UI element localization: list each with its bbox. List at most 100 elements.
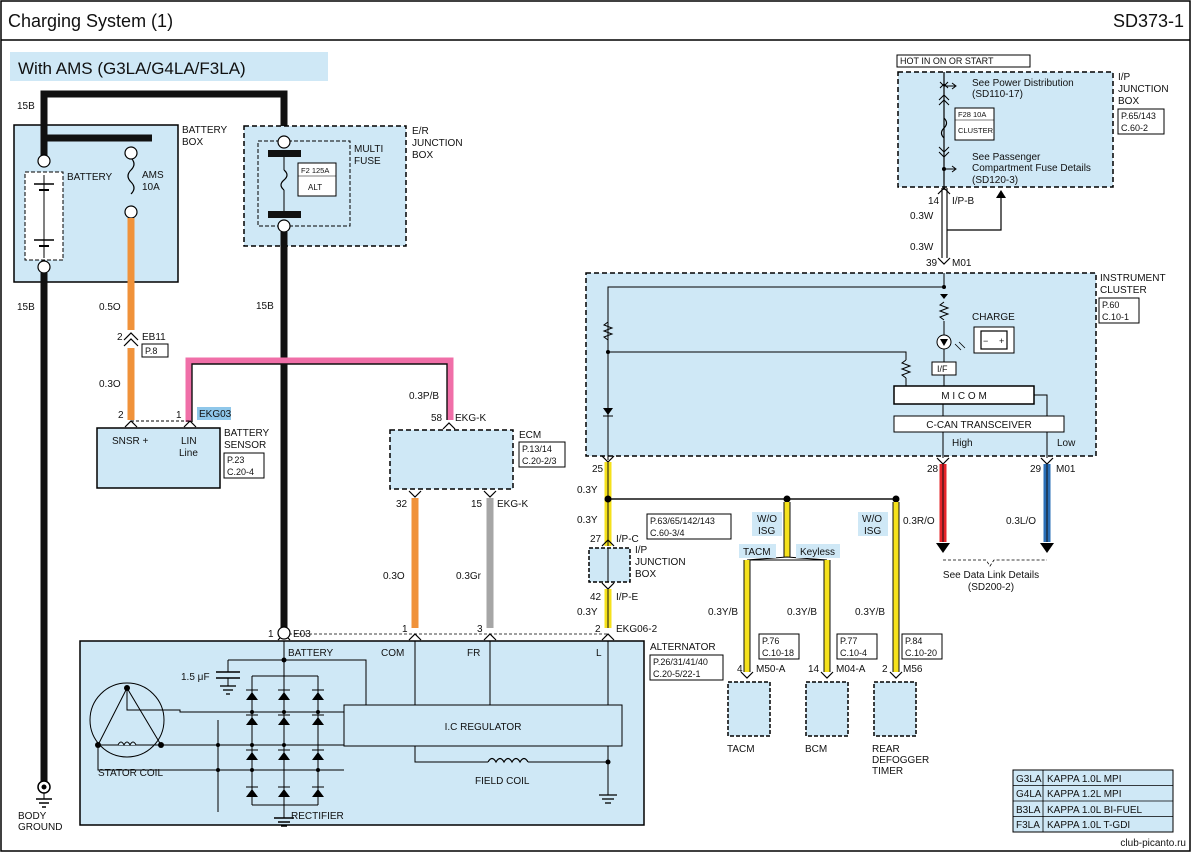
rectifier-label: RECTIFIER bbox=[291, 811, 344, 822]
cluster-ref-1: P.60 bbox=[1102, 300, 1119, 310]
cluster-wire-25: 0.3Y bbox=[577, 485, 598, 496]
tacm-pin: 4 bbox=[737, 664, 743, 675]
instrument-cluster: INSTRUMENT CLUSTER P.60 C.10-1 CHARGE − … bbox=[585, 272, 1166, 460]
capacitor-label: 1.5 μF bbox=[181, 672, 210, 683]
cluster-pin-29: 29 bbox=[1030, 464, 1042, 475]
cluster-fuse-symbol bbox=[940, 117, 948, 139]
passenger-1: See Passenger bbox=[972, 152, 1041, 163]
sensor-ref-1: P.23 bbox=[227, 455, 244, 465]
cluster-pin-25: 25 bbox=[592, 464, 604, 475]
ecm-module: 0.3P/B 58 EKG-K ECM P.13/14 C.20-2/3 32 … bbox=[389, 391, 566, 510]
bcm-pin: 14 bbox=[808, 664, 820, 675]
bcm-wire-label: 0.3Y/B bbox=[787, 607, 817, 618]
power-dist-2: (SD110-17) bbox=[972, 89, 1023, 100]
ip-box-label-2: JUNCTION bbox=[1118, 84, 1169, 95]
defogger-pin: 2 bbox=[882, 664, 888, 675]
ip-box-ref-2: C.60-2 bbox=[1121, 123, 1148, 133]
defogger-ref-2: C.10-20 bbox=[905, 648, 937, 658]
legend-desc-1: KAPPA 1.2L MPI bbox=[1047, 789, 1121, 800]
sensor-ref-2: C.20-4 bbox=[227, 467, 254, 477]
micom-label: M I C O M bbox=[941, 391, 987, 402]
ip-junction-box-mid: 27 I/P-C P.63/65/142/143 C.60-3/4 I/P JU… bbox=[588, 513, 732, 603]
wo-isg-2-a: W/O bbox=[862, 514, 882, 525]
bcm-name: BCM bbox=[805, 744, 827, 755]
ecm-wire-fr: 0.3Gr bbox=[456, 571, 482, 582]
ip-mid-pin-42: 42 bbox=[590, 592, 602, 603]
subtitle-banner bbox=[10, 52, 328, 81]
ip-box-label-1: I/P bbox=[1118, 72, 1131, 83]
field-coil-label: FIELD COIL bbox=[475, 776, 530, 787]
ip-mid-ref-2: C.60-3/4 bbox=[650, 528, 685, 538]
ecm-pin-32: 32 bbox=[396, 499, 408, 510]
ip-wire-2: 0.3W bbox=[910, 242, 934, 253]
legend-desc-0: KAPPA 1.0L MPI bbox=[1047, 774, 1121, 785]
low-label: Low bbox=[1057, 438, 1076, 449]
if-label: I/F bbox=[937, 364, 948, 374]
ip-mid-label-2: JUNCTION bbox=[635, 557, 686, 568]
tacm-ref-1: P.76 bbox=[762, 636, 779, 646]
alt-ref-2: C.20-5/22-1 bbox=[653, 669, 701, 679]
ecm-label: ECM bbox=[519, 430, 541, 441]
legend-code-1: G4LA bbox=[1016, 789, 1042, 800]
cluster-resistor-1 bbox=[938, 301, 950, 321]
er-box-label-1: E/R bbox=[412, 126, 429, 137]
defogger-wire-label: 0.3Y/B bbox=[855, 607, 885, 618]
lin-pink-wire bbox=[185, 357, 454, 422]
high-label: High bbox=[952, 438, 973, 449]
tacm-name: TACM bbox=[727, 744, 755, 755]
sensor-pin-lin: 1 bbox=[176, 410, 182, 421]
sensor-lin-label-2: Line bbox=[179, 448, 198, 459]
ams-fuse-symbol bbox=[127, 157, 135, 195]
stator-label: STATOR COIL bbox=[98, 768, 163, 779]
ccan-label: C-CAN TRANSCEIVER bbox=[926, 420, 1031, 431]
multi-fuse-symbol bbox=[280, 169, 288, 191]
eb11-pin: 2 bbox=[117, 332, 123, 343]
hot-label: HOT IN ON OR START bbox=[900, 56, 994, 66]
cluster-pin-28: 28 bbox=[927, 464, 939, 475]
svg-text:−: − bbox=[983, 336, 988, 346]
wo-isg-1-a: W/O bbox=[757, 514, 777, 525]
alt-conn-e03: E03 bbox=[293, 629, 311, 640]
tacm-branch-label: TACM bbox=[743, 547, 771, 558]
can-high-arrow-icon bbox=[936, 543, 950, 553]
alt-com-label: COM bbox=[381, 648, 404, 659]
alt-battery-label: BATTERY bbox=[288, 648, 334, 659]
er-box-label-3: BOX bbox=[412, 150, 433, 161]
multi-fuse-id: F2 125A bbox=[301, 166, 329, 175]
ecm-wire-com: 0.3O bbox=[383, 571, 405, 582]
ip-mid-wire-a: 0.3Y bbox=[577, 515, 598, 526]
sensor-lin-label-1: LIN bbox=[181, 436, 197, 447]
ecm-ref-2: C.20-2/3 bbox=[522, 456, 557, 466]
body-ground-label-2: GROUND bbox=[18, 822, 62, 833]
alt-l-label: L bbox=[596, 648, 602, 659]
watermark: club-picanto.ru bbox=[1120, 838, 1186, 849]
diagram-code: SD373-1 bbox=[1113, 11, 1184, 31]
sensor-pin-snsr: 2 bbox=[118, 410, 124, 421]
defogger-conn: M56 bbox=[903, 664, 923, 675]
charge-label: CHARGE bbox=[972, 312, 1015, 323]
er-junction-box: E/R JUNCTION BOX MULTI FUSE F2 125A ALT bbox=[243, 125, 463, 247]
wo-isg-2-b: ISG bbox=[864, 526, 881, 537]
bcm-module: P.77 C.10-4 14 M04-A BCM bbox=[805, 633, 878, 755]
power-dist-1: See Power Distribution bbox=[972, 78, 1074, 89]
cluster-label-1: INSTRUMENT bbox=[1100, 273, 1166, 284]
ip-pin-14: 14 bbox=[928, 196, 940, 207]
cluster-ref-2: C.10-1 bbox=[1102, 312, 1129, 322]
defogger-name-3: TIMER bbox=[872, 766, 903, 777]
alt-pin-l: 2 bbox=[595, 624, 601, 635]
alternator-label: ALTERNATOR bbox=[650, 642, 716, 653]
wire-15b-bottom: 15B bbox=[17, 302, 35, 313]
can-low-arrow-icon bbox=[1040, 543, 1054, 553]
diagram-title: Charging System (1) bbox=[8, 11, 173, 31]
field-coil-icon bbox=[487, 757, 529, 764]
battery-to-fuse-wire bbox=[40, 90, 288, 160]
cluster-label-2: CLUSTER bbox=[1100, 285, 1147, 296]
ams-rating: 10A bbox=[142, 182, 160, 193]
eb11-name: EB11 bbox=[142, 332, 166, 343]
ecm-wire-top: 0.3P/B bbox=[409, 391, 439, 402]
ip-mid-conn-27: I/P-C bbox=[616, 534, 639, 545]
ip-junction-box-top: I/P JUNCTION BOX P.65/143 C.60-2 See Pow… bbox=[897, 71, 1169, 190]
ip-conn-m01: M01 bbox=[952, 258, 972, 269]
cluster-resistor-2 bbox=[602, 321, 614, 341]
ecm-conn-top: EKG-K bbox=[455, 413, 486, 424]
